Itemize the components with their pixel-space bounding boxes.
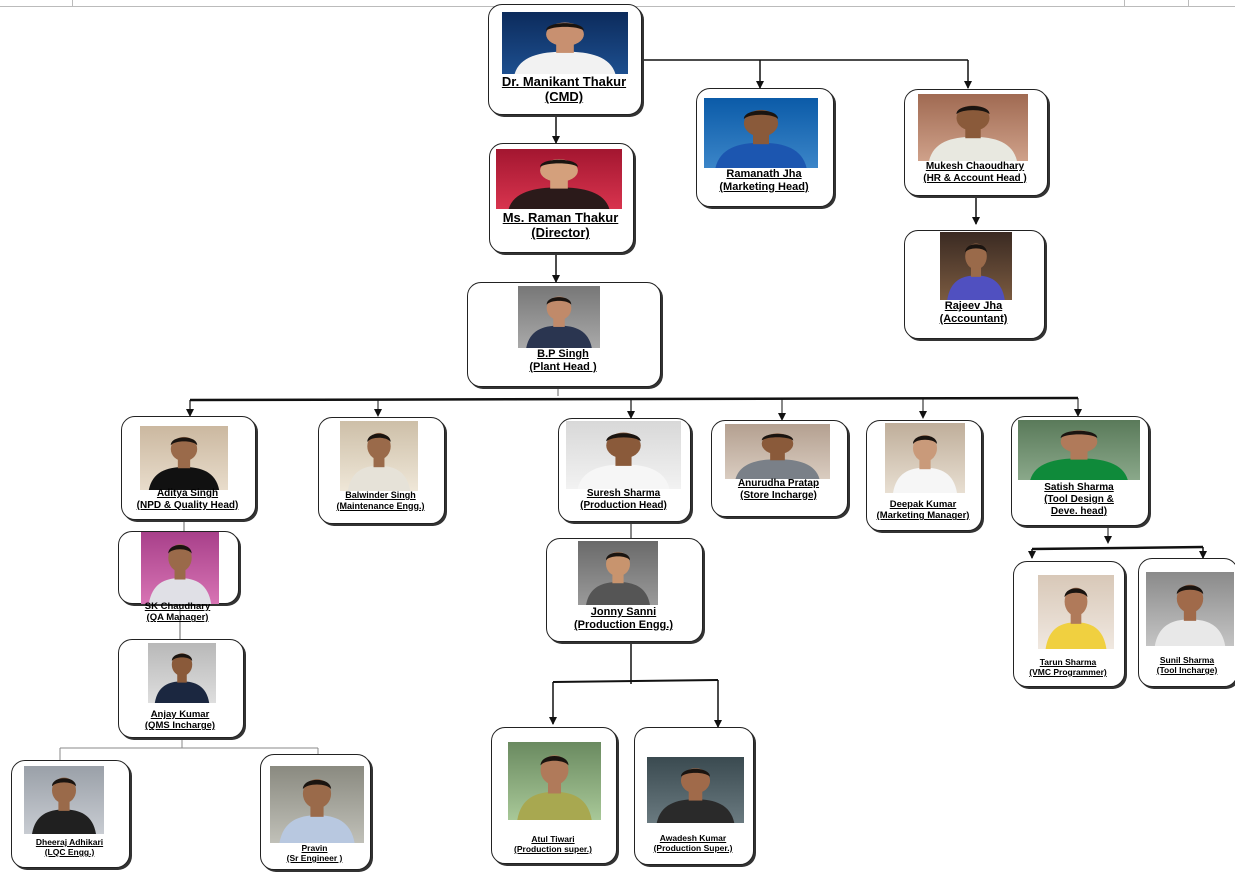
person-label: Awadesh Kumar(Production Super.): [634, 833, 752, 853]
person-name: B.P Singh: [537, 348, 589, 360]
person-photo: [566, 421, 681, 489]
person-photo: [140, 426, 228, 490]
person-label: B.P Singh(Plant Head ): [467, 348, 659, 374]
person-role: (Production super.): [514, 844, 592, 855]
person-name: Deepak Kumar: [889, 499, 957, 510]
person-label: Aditya Singh (NPD & Quality Head): [121, 488, 254, 512]
person-role: (Marketing Manager): [876, 510, 970, 522]
person-name: Mukesh Chaoudhary: [925, 161, 1025, 172]
person-photo: [885, 423, 965, 493]
person-role: (Tool Design &: [1044, 493, 1114, 505]
person-photo: [340, 421, 418, 491]
ruler-tick: [1188, 0, 1189, 6]
person-name: Atul Tiwari: [531, 834, 575, 844]
person-label: Anjay Kumar(QMS Incharge): [118, 709, 242, 731]
person-name: Dheeraj Adhikari: [35, 837, 104, 847]
person-role: (CMD): [544, 89, 584, 105]
connector-plant-bus: [189, 396, 1079, 402]
person-photo: [647, 757, 744, 823]
person-role: (Accountant): [939, 312, 1008, 325]
person-name: Aditya Singh: [156, 488, 219, 499]
person-role: (Marketing Head): [719, 180, 809, 193]
person-name: Sunil Sharma: [1159, 655, 1215, 665]
person-name: Pravin: [301, 843, 328, 853]
person-role: (Production Super.): [653, 843, 733, 854]
person-label: Atul Tiwari(Production super.): [491, 834, 615, 854]
person-label: Sunil Sharma(Tool Incharge): [1138, 655, 1235, 675]
person-name: Dr. Manikant Thakur: [501, 74, 627, 89]
person-photo: [148, 643, 216, 703]
person-role: (LQC Engg.): [44, 847, 95, 858]
person-role: (Production Head): [580, 499, 667, 511]
person-photo: [496, 149, 622, 209]
person-name: Rajeev Jha: [944, 300, 1003, 312]
ruler-tick: [72, 0, 73, 6]
person-name: Ms. Raman Thakur: [502, 210, 619, 225]
person-photo: [1018, 420, 1140, 480]
person-role: (Plant Head ): [529, 360, 597, 373]
person-role: (Maintenance Engg.): [336, 500, 425, 511]
person-label: Anurudha Pratap(Store Incharge): [711, 478, 846, 502]
person-label: Pravin(Sr Engineer ): [260, 843, 369, 863]
person-label: Tarun Sharma(VMC Programmer): [1013, 657, 1123, 677]
person-label: Ms. Raman Thakur(Director): [489, 210, 632, 241]
person-name: SK Chaudhary: [144, 601, 211, 612]
person-label: Ramanath Jha(Marketing Head): [696, 168, 832, 194]
person-name: Anurudha Pratap: [737, 478, 820, 489]
person-label: Dheeraj Adhikari(LQC Engg.): [11, 837, 128, 857]
person-name: Satish Sharma: [1044, 482, 1114, 493]
person-photo: [508, 742, 601, 820]
person-photo: [1038, 575, 1114, 649]
person-photo: [940, 232, 1012, 300]
person-photo: [24, 766, 104, 834]
person-photo: [725, 424, 830, 479]
person-role: (NPD & Quality Head): [136, 499, 239, 511]
person-role: (QMS Incharge): [144, 720, 216, 732]
person-photo: [918, 94, 1028, 161]
person-role: (Production Engg.): [574, 618, 673, 631]
person-role: (Tool Incharge): [1156, 665, 1218, 676]
ruler-tick: [1124, 0, 1125, 6]
person-role: (Store Incharge): [740, 489, 817, 501]
person-name: Suresh Sharma: [586, 488, 661, 499]
person-photo: [270, 766, 364, 843]
person-name: Jonny Sanni: [590, 606, 657, 618]
person-name: Balwinder Singh: [345, 490, 416, 500]
person-photo: [578, 541, 658, 605]
person-label: Suresh Sharma(Production Head): [558, 488, 689, 512]
person-role: (Director): [531, 225, 590, 241]
person-role: (HR & Account Head ): [923, 172, 1027, 184]
person-role: (QA Manager): [146, 612, 209, 624]
person-photo: [518, 286, 600, 348]
person-label: Satish Sharma(Tool Design &Deve. head): [1011, 482, 1147, 517]
person-label: Jonny Sanni(Production Engg.): [546, 606, 701, 632]
person-role: (Sr Engineer ): [286, 853, 343, 864]
person-label: Mukesh Chaoudhary(HR & Account Head ): [904, 161, 1046, 185]
person-name: Awadesh Kumar: [659, 833, 727, 843]
person-photo: [704, 98, 818, 168]
person-label: Deepak Kumar(Marketing Manager): [866, 499, 980, 521]
person-label: SK Chaudhary(QA Manager): [118, 601, 237, 623]
person-name: Ramanath Jha: [726, 168, 802, 180]
person-name: Anjay Kumar: [150, 709, 210, 720]
person-photo: [141, 532, 219, 604]
person-label: Rajeev Jha(Accountant): [904, 300, 1043, 326]
person-photo: [502, 12, 628, 74]
person-name: Tarun Sharma: [1039, 657, 1097, 667]
person-role: (VMC Programmer): [1029, 667, 1107, 678]
person-label: Dr. Manikant Thakur(CMD): [488, 74, 640, 105]
person-photo: [1146, 572, 1234, 646]
person-role-continued: Deve. head): [1050, 505, 1108, 517]
person-label: Balwinder Singh(Maintenance Engg.): [318, 490, 443, 511]
